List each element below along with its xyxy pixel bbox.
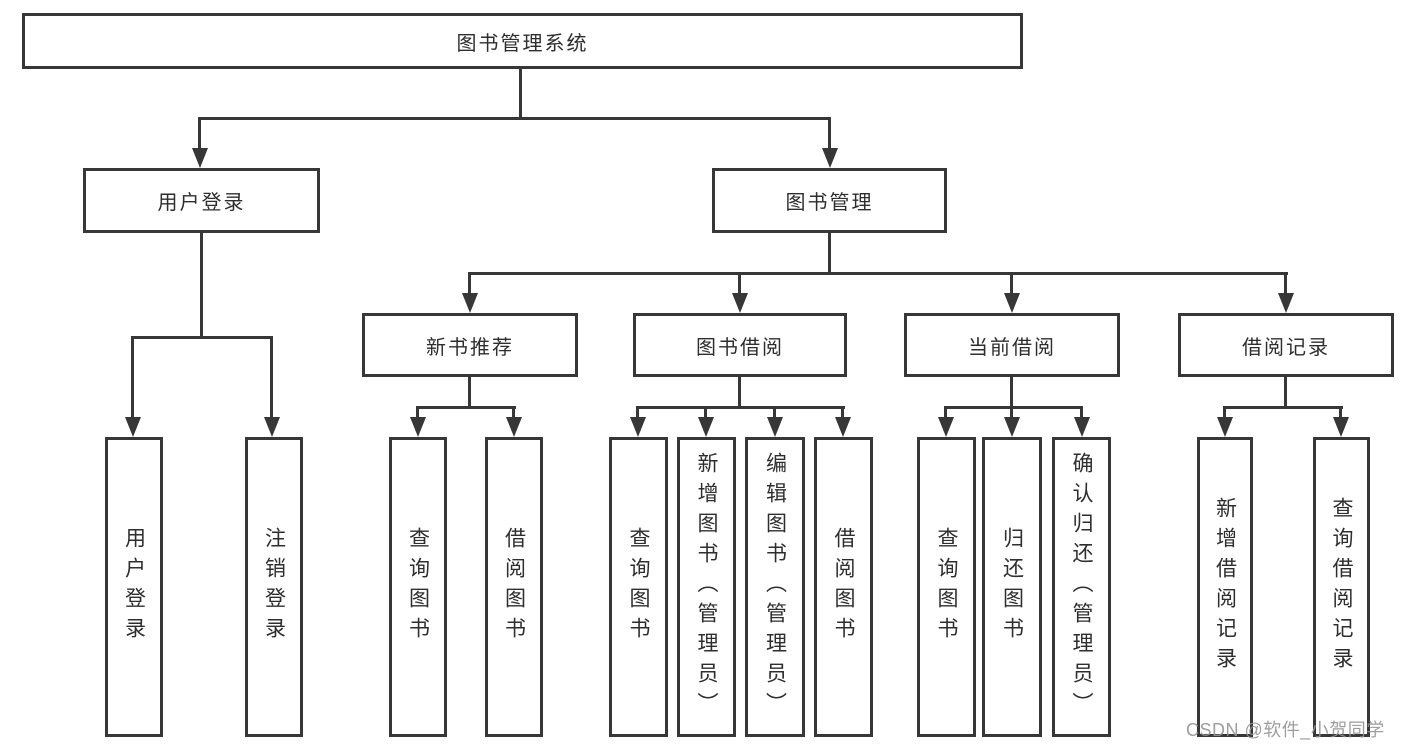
node-borrow-record: 借阅记录 bbox=[1178, 313, 1394, 377]
leaf-return-book: 归还图书 bbox=[982, 437, 1042, 737]
connector-drop-g4c2 bbox=[1339, 406, 1342, 419]
connector-drop-leaf-login bbox=[131, 336, 134, 421]
connector-drop-group1 bbox=[468, 272, 471, 295]
node-new-book-recommend: 新书推荐 bbox=[362, 313, 578, 377]
leaf-query-book-current-label: 查询图书 bbox=[935, 527, 958, 647]
arrowhead-group2 bbox=[732, 293, 748, 313]
leaf-add-book-admin: 新增图书（管理员） bbox=[677, 437, 736, 737]
connector-drop-g3c2 bbox=[1010, 406, 1013, 419]
connector-group2-horizontal bbox=[636, 406, 845, 409]
arrowhead-group3 bbox=[1004, 293, 1020, 313]
connector-level2-horizontal bbox=[198, 117, 831, 120]
node-book-mgmt-label: 图书管理 bbox=[785, 192, 874, 214]
leaf-borrow-book-recommend-label: 借阅图书 bbox=[502, 527, 526, 647]
connector-drop-g2c2 bbox=[704, 406, 707, 419]
node-current-borrow-label: 当前借阅 bbox=[968, 336, 1056, 359]
connector-drop-user-login bbox=[198, 117, 201, 150]
connector-drop-group2 bbox=[738, 272, 741, 295]
arrowhead-group1 bbox=[462, 293, 478, 313]
connector-user-login-trunk bbox=[200, 233, 203, 339]
arrowhead-g2c4 bbox=[835, 417, 851, 437]
leaf-logout-label: 注销登录 bbox=[262, 527, 286, 647]
watermark: CSDN @软件_小贺同学 bbox=[1186, 720, 1385, 740]
node-root-label: 图书管理系统 bbox=[456, 32, 589, 55]
connector-drop-g2c1 bbox=[636, 406, 639, 419]
leaf-query-book-borrow: 查询图书 bbox=[609, 437, 668, 737]
leaf-query-book-recommend-label: 查询图书 bbox=[406, 527, 430, 647]
leaf-add-borrow-record: 新增借阅记录 bbox=[1197, 437, 1253, 737]
arrowhead-g3c1 bbox=[938, 417, 954, 437]
connector-group1-horizontal bbox=[416, 406, 516, 409]
connector-group3-horizontal bbox=[944, 406, 1083, 409]
connector-drop-g3c3 bbox=[1080, 406, 1083, 419]
connector-drop-leaf-logout bbox=[270, 336, 273, 421]
node-new-book-recommend-label: 新书推荐 bbox=[426, 336, 514, 359]
connector-drop-group4 bbox=[1284, 272, 1287, 295]
connector-drop-g1c1 bbox=[416, 406, 419, 419]
leaf-add-borrow-record-label: 新增借阅记录 bbox=[1213, 497, 1237, 677]
leaf-logout: 注销登录 bbox=[245, 437, 303, 737]
leaf-query-book-recommend: 查询图书 bbox=[389, 437, 447, 737]
leaf-borrow-book: 借阅图书 bbox=[814, 437, 873, 737]
leaf-query-book-borrow-label: 查询图书 bbox=[627, 527, 650, 647]
connector-group1-trunk bbox=[468, 377, 471, 408]
leaf-confirm-return-admin-label: 确认归还（管理员） bbox=[1070, 452, 1093, 722]
arrowhead-g2c3 bbox=[767, 417, 783, 437]
arrowhead-g1c2 bbox=[506, 417, 522, 437]
leaf-query-borrow-record-label: 查询借阅记录 bbox=[1330, 497, 1353, 677]
connector-root-trunk bbox=[519, 68, 522, 119]
connector-group3-trunk bbox=[1010, 377, 1013, 408]
arrowhead-user-login bbox=[192, 148, 208, 168]
node-book-mgmt: 图书管理 bbox=[712, 168, 947, 233]
leaf-add-book-admin-label: 新增图书（管理员） bbox=[695, 452, 718, 722]
node-user-login: 用户登录 bbox=[83, 168, 320, 233]
leaf-edit-book-admin: 编辑图书（管理员） bbox=[745, 437, 805, 737]
arrowhead-g1c1 bbox=[410, 417, 426, 437]
leaf-query-book-current: 查询图书 bbox=[917, 437, 976, 737]
arrowhead-g4c2 bbox=[1333, 417, 1349, 437]
node-user-login-label: 用户登录 bbox=[157, 192, 246, 214]
connector-drop-g1c2 bbox=[512, 406, 515, 419]
node-current-borrow: 当前借阅 bbox=[904, 313, 1120, 377]
connector-drop-g4c1 bbox=[1223, 406, 1226, 419]
connector-group4-trunk bbox=[1284, 377, 1287, 408]
leaf-query-borrow-record: 查询借阅记录 bbox=[1313, 437, 1370, 737]
connector-drop-g2c3 bbox=[773, 406, 776, 419]
connector-level3-horizontal bbox=[469, 272, 1288, 275]
connector-user-login-horizontal bbox=[131, 336, 273, 339]
connector-drop-g3c1 bbox=[944, 406, 947, 419]
node-book-borrow: 图书借阅 bbox=[633, 313, 847, 377]
leaf-edit-book-admin-label: 编辑图书（管理员） bbox=[763, 452, 787, 722]
connector-drop-g2c4 bbox=[841, 406, 844, 419]
arrowhead-group4 bbox=[1278, 293, 1294, 313]
node-borrow-record-label: 借阅记录 bbox=[1242, 336, 1330, 359]
connector-drop-group3 bbox=[1010, 272, 1013, 295]
leaf-return-book-label: 归还图书 bbox=[1000, 527, 1024, 647]
arrowhead-book-mgmt bbox=[822, 148, 838, 168]
arrowhead-g3c2 bbox=[1004, 417, 1020, 437]
arrowhead-g2c2 bbox=[698, 417, 714, 437]
node-book-borrow-label: 图书借阅 bbox=[696, 336, 784, 359]
leaf-borrow-book-label: 借阅图书 bbox=[832, 527, 855, 647]
connector-book-mgmt-trunk bbox=[828, 233, 831, 275]
leaf-borrow-book-recommend: 借阅图书 bbox=[485, 437, 543, 737]
arrowhead-g4c1 bbox=[1217, 417, 1233, 437]
arrowhead-leaf-login bbox=[125, 417, 141, 437]
arrowhead-g3c3 bbox=[1074, 417, 1090, 437]
node-root: 图书管理系统 bbox=[22, 13, 1023, 69]
arrowhead-g2c1 bbox=[630, 417, 646, 437]
connector-group2-trunk bbox=[738, 377, 741, 408]
leaf-user-login-label: 用户登录 bbox=[122, 527, 146, 647]
arrowhead-leaf-logout bbox=[264, 417, 280, 437]
leaf-user-login: 用户登录 bbox=[105, 437, 163, 737]
connector-drop-book-mgmt bbox=[828, 117, 831, 150]
leaf-confirm-return-admin: 确认归还（管理员） bbox=[1052, 437, 1111, 737]
connector-group4-horizontal bbox=[1223, 406, 1343, 409]
